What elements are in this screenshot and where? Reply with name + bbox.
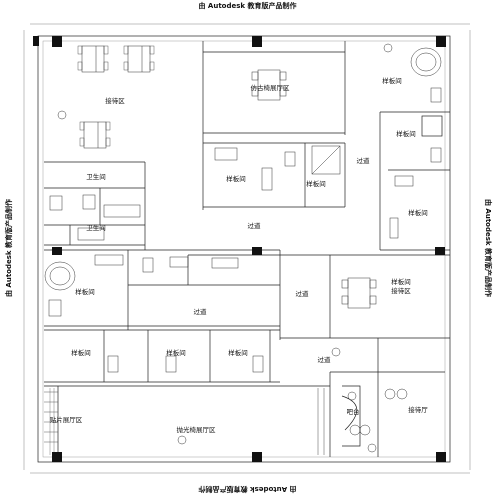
label-sample-room-lower-1: 样板间 (71, 348, 91, 357)
chair (384, 388, 396, 400)
bathtub (44, 261, 76, 291)
label-sample-room-right-upper: 样板间 (396, 129, 416, 138)
room-labels: 接待区 仿古椅展厅区 样板间 样板间 样板间 样板间 过道 样板间 卫生间 卫生… (50, 76, 429, 434)
label-restroom-upper: 卫生间 (86, 172, 106, 181)
label-sample-reception-line2: 接待区 (391, 286, 411, 295)
label-sample-room-bath: 样板间 (75, 287, 95, 296)
label-polished-chair-hall: 抛光椅展厅区 (177, 425, 217, 434)
plant (177, 435, 187, 445)
bathtub (49, 266, 71, 286)
dining-table (257, 69, 281, 101)
column (436, 36, 446, 47)
sink (169, 256, 189, 268)
label-corridor-upper-right: 过道 (357, 156, 371, 165)
vanity (103, 204, 141, 218)
column (252, 247, 262, 255)
label-bar-counter: 吧台 (347, 407, 360, 416)
toilet (252, 355, 264, 373)
sink (214, 147, 238, 161)
column (52, 36, 62, 47)
label-sample-room-mid: 样板间 (306, 179, 326, 188)
stove (389, 217, 399, 239)
label-veneer-hall: 贴片展厅区 (50, 415, 83, 424)
outer-wall (37, 35, 451, 463)
columns (33, 36, 446, 462)
cabinet (421, 115, 443, 137)
label-antique-chair-hall: 仿古椅展厅区 (251, 83, 291, 92)
furniture (44, 43, 442, 453)
stove (261, 167, 273, 191)
column (435, 247, 445, 255)
watermark-right: 由 Autodesk 教育版产品制作 (484, 198, 492, 297)
label-corridor-center: 过道 (248, 221, 262, 230)
dining-table (127, 45, 151, 73)
column (52, 452, 62, 462)
column (33, 36, 39, 46)
toilet (82, 194, 96, 210)
chair (359, 424, 371, 436)
dining-table (347, 277, 371, 309)
dining-table (83, 121, 107, 149)
watermark-top: 由 Autodesk 教育版产品制作 (198, 2, 297, 10)
label-corridor-right-mid: 过道 (296, 289, 310, 298)
plant (57, 110, 67, 120)
toilet (49, 195, 63, 211)
label-corridor-lower-right: 过道 (318, 355, 332, 364)
column (52, 247, 62, 255)
column (436, 452, 446, 462)
label-corridor-middle: 过道 (194, 307, 208, 316)
toilet (48, 299, 62, 317)
toilet (107, 355, 119, 373)
bar-counter-curve (341, 395, 358, 431)
toilet (284, 151, 296, 167)
label-sample-room-top-right: 样板间 (382, 76, 402, 85)
toilet (142, 257, 154, 273)
label-sample-room-right-lower: 样板间 (408, 208, 428, 217)
label-restroom-lower: 卫生间 (86, 223, 106, 232)
watermark-left: 由 Autodesk 教育版产品制作 (5, 199, 13, 298)
chair (349, 424, 361, 436)
shower (311, 145, 341, 175)
outer-wall-inner (42, 40, 446, 458)
watermark-bottom: 由 Autodesk 教育版产品制作 (198, 485, 297, 493)
label-sample-room-lower-2: 样板间 (166, 348, 186, 357)
column (252, 452, 262, 462)
dining-table (81, 45, 105, 73)
toilet (430, 87, 442, 103)
toilet (430, 147, 442, 163)
plant (331, 347, 341, 357)
sink (394, 175, 414, 187)
chair (396, 388, 408, 400)
column (252, 36, 262, 47)
vanity (77, 227, 105, 241)
bathtub (410, 47, 442, 77)
chair (347, 391, 357, 401)
plant (367, 443, 377, 453)
label-sample-reception-line1: 样板间 (391, 277, 411, 286)
toilet (165, 355, 177, 373)
sink (211, 257, 239, 269)
plant (383, 43, 393, 53)
bathtub (415, 52, 437, 72)
label-reception-zone: 接待区 (105, 96, 125, 105)
label-reception-hall: 接待厅 (408, 405, 428, 414)
sink (94, 254, 124, 266)
label-sample-room-lower-3: 样板间 (228, 348, 248, 357)
bar-counter-shape (342, 385, 361, 447)
label-sample-room-left-mid: 样板间 (226, 174, 246, 183)
